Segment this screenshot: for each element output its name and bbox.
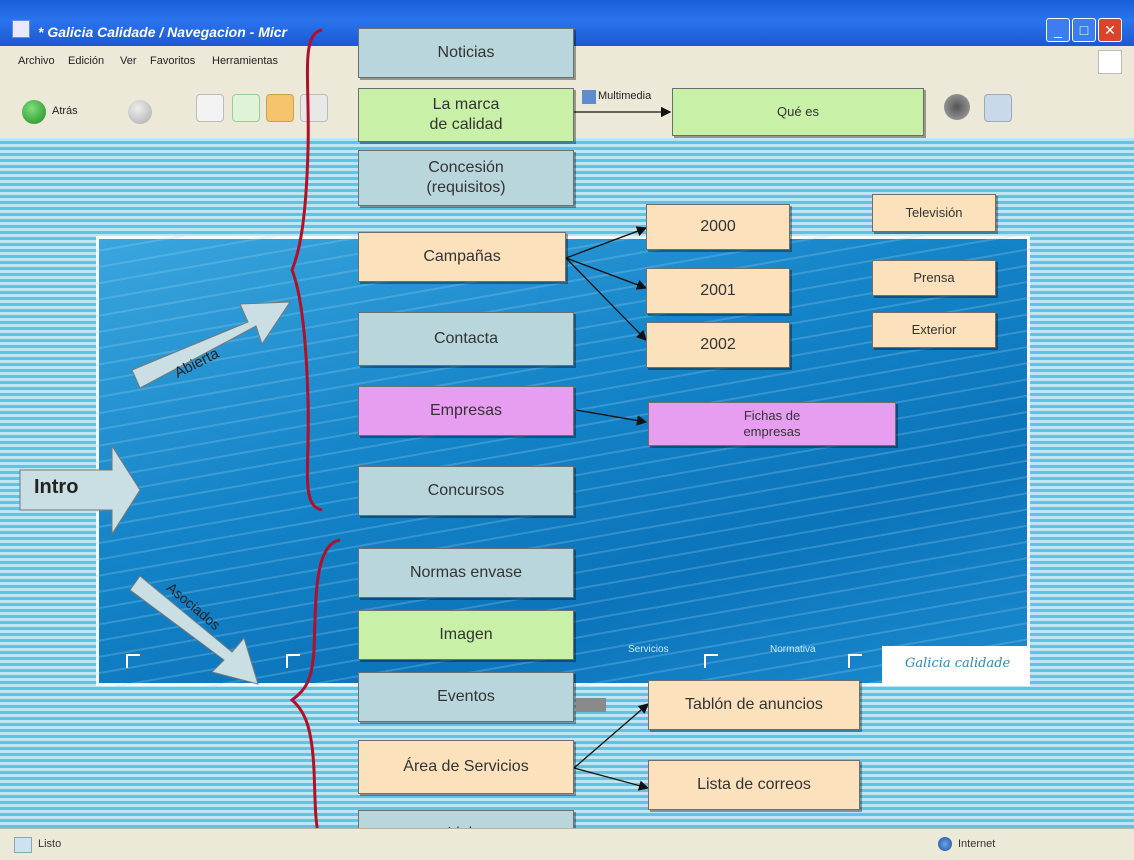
node-fichas-empresas[interactable]: Fichas de empresas	[648, 402, 896, 446]
menu-edicion[interactable]: Edición	[68, 55, 105, 67]
node-contacta[interactable]: Contacta	[358, 312, 574, 366]
node-tablon-anuncios[interactable]: Tablón de anuncios	[648, 680, 860, 730]
search-icon[interactable]	[300, 94, 328, 122]
node-tablon-label: Tablón de anuncios	[685, 696, 823, 713]
maximize-icon[interactable]: □	[1072, 18, 1096, 42]
link-corner-icon[interactable]	[286, 654, 300, 668]
node-marca-calidad[interactable]: La marca de calidad	[358, 88, 574, 142]
back-arrow-icon[interactable]	[22, 100, 46, 124]
node-2000[interactable]: 2000	[646, 204, 790, 250]
link-corner-icon[interactable]	[704, 654, 718, 668]
refresh-icon[interactable]	[232, 94, 260, 122]
node-campanas-label: Campañas	[423, 248, 501, 265]
internet-zone-icon	[938, 837, 952, 851]
node-lista-label: Lista de correos	[697, 776, 811, 793]
node-eventos-label: Eventos	[437, 688, 495, 705]
node-que-es-label: Qué es	[777, 104, 819, 119]
status-bar: Listo Internet	[0, 828, 1134, 860]
node-lista-correos[interactable]: Lista de correos	[648, 760, 860, 810]
node-normas-envase[interactable]: Normas envase	[358, 548, 574, 598]
node-empresas[interactable]: Empresas	[358, 386, 574, 436]
node-fichas-line2: empresas	[743, 424, 801, 439]
link-corner-icon[interactable]	[848, 654, 862, 668]
node-concesion-line1: Concesión	[428, 159, 504, 176]
node-contacta-label: Contacta	[433, 330, 499, 347]
menu-favoritos[interactable]: Favoritos	[150, 55, 196, 67]
forward-arrow-icon[interactable]	[128, 100, 152, 124]
node-area-servicios[interactable]: Área de Servicios	[358, 740, 574, 794]
close-icon[interactable]: ✕	[1098, 18, 1122, 42]
node-que-es[interactable]: Qué es	[672, 88, 924, 136]
node-television-label: Televisión	[905, 205, 963, 220]
node-prensa-label: Prensa	[913, 270, 955, 285]
bottom-link-normativa[interactable]: Normativa	[770, 644, 816, 655]
node-prensa[interactable]: Prensa	[872, 260, 996, 296]
back-label[interactable]: Atrás	[52, 105, 78, 117]
page-tab-stub	[576, 698, 606, 712]
node-empresas-label: Empresas	[429, 402, 503, 419]
node-campanas[interactable]: Campañas	[358, 232, 566, 282]
node-marca-line1: La marca	[432, 96, 500, 113]
node-exterior-label: Exterior	[911, 322, 957, 337]
multimedia-icon	[582, 90, 596, 104]
minimize-icon[interactable]: _	[1046, 18, 1070, 42]
node-fichas-line1: Fichas de	[743, 408, 801, 423]
messenger-icon[interactable]	[944, 94, 970, 120]
node-concursos-label: Concursos	[427, 482, 505, 499]
node-2000-label: 2000	[700, 218, 736, 235]
browser-icon	[12, 20, 30, 38]
node-normas-label: Normas envase	[409, 564, 523, 581]
node-eventos[interactable]: Eventos	[358, 672, 574, 722]
node-marca-line2: de calidad	[429, 116, 503, 133]
menu-herramientas[interactable]: Herramientas	[212, 55, 279, 67]
node-2001[interactable]: 2001	[646, 268, 790, 314]
node-television[interactable]: Televisión	[872, 194, 996, 232]
node-imagen[interactable]: Imagen	[358, 610, 574, 660]
node-concursos[interactable]: Concursos	[358, 466, 574, 516]
status-text: Listo	[38, 838, 62, 850]
site-logo: Galicia calidade	[905, 656, 1011, 671]
menu-archivo[interactable]: Archivo	[18, 55, 55, 67]
node-2002[interactable]: 2002	[646, 322, 790, 368]
node-concesion-line2: (requisitos)	[426, 179, 506, 196]
windows-logo-icon	[1098, 50, 1122, 74]
node-imagen-label: Imagen	[439, 626, 493, 643]
zone-text: Internet	[958, 838, 996, 850]
stop-icon[interactable]	[196, 94, 224, 122]
node-2001-label: 2001	[700, 282, 736, 299]
print-icon[interactable]	[984, 94, 1012, 122]
window-title: * Galicia Calidade / Navegacion - Micr	[38, 24, 287, 40]
node-exterior[interactable]: Exterior	[872, 312, 996, 348]
bottom-link-servicios[interactable]: Servicios	[628, 644, 669, 655]
node-noticias[interactable]: Noticias	[358, 28, 574, 78]
menu-ver[interactable]: Ver	[120, 55, 137, 67]
page-status-icon	[14, 837, 32, 853]
node-2002-label: 2002	[700, 336, 736, 353]
logo-panel	[882, 646, 1030, 686]
node-noticias-label: Noticias	[437, 44, 495, 61]
multimedia-button[interactable]: Multimedia	[598, 90, 652, 102]
link-corner-icon[interactable]	[126, 654, 140, 668]
intro-label[interactable]: Intro	[34, 476, 79, 498]
node-concesion[interactable]: Concesión (requisitos)	[358, 150, 574, 206]
node-servicios-label: Área de Servicios	[403, 758, 529, 775]
home-icon[interactable]	[266, 94, 294, 122]
